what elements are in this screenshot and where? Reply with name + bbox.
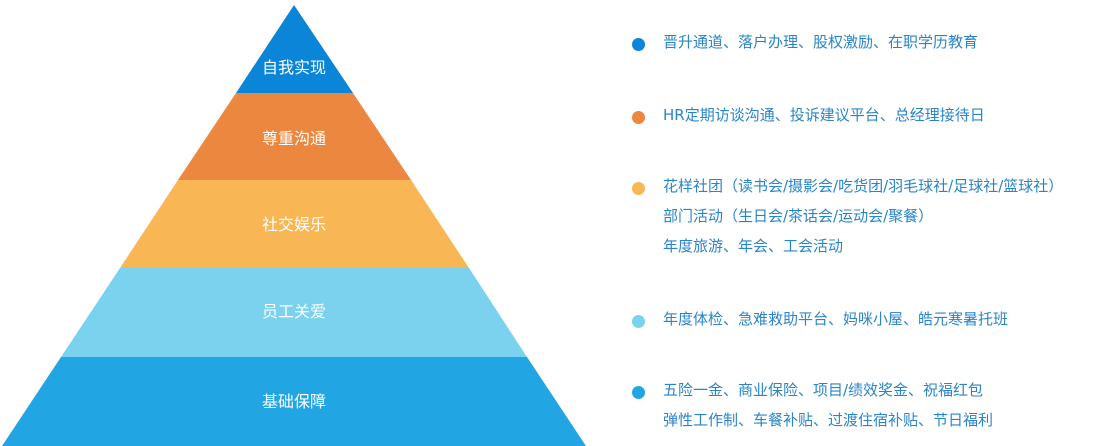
bullet-icon	[632, 38, 645, 51]
legend-text: 晋升通道、落户办理、股权激励、在职学历教育	[663, 33, 979, 51]
legend-text: 五险一金、商业保险、项目/绩效奖金、祝福红包	[663, 381, 984, 399]
legend-text: 花样社团（读书会/摄影会/吃货团/羽毛球社/足球社/篮球社）	[663, 177, 1064, 195]
tier-shape-employee-care	[61, 268, 527, 357]
tier-shape-self-actualization	[236, 5, 353, 93]
tier-label-basic-security: 基础保障	[262, 392, 326, 411]
pyramid-diagram: 自我实现 尊重沟通 社交娱乐 员工关爱 基础保障	[2, 5, 586, 446]
tier-shape-social-entertainment	[120, 180, 469, 268]
tier-label-social-entertainment: 社交娱乐	[262, 215, 326, 234]
bullet-icon	[632, 315, 645, 328]
legend-text: HR定期访谈沟通、投诉建议平台、总经理接待日	[663, 106, 985, 124]
bullet-icon	[632, 111, 645, 124]
tier-label-self-actualization: 自我实现	[262, 58, 326, 77]
legend-text: 部门活动（生日会/茶话会/运动会/聚餐）	[663, 207, 934, 225]
tier-shape-respect-communication	[178, 93, 411, 180]
tier-shape-basic-security	[2, 357, 586, 446]
legend-text: 年度旅游、年会、工会活动	[663, 237, 844, 255]
bullet-icon	[632, 182, 645, 195]
legend-text: 年度体检、急难救助平台、妈咪小屋、皓元寒暑托班	[663, 310, 1009, 328]
tier-label-respect-communication: 尊重沟通	[262, 129, 326, 148]
tier-label-employee-care: 员工关爱	[262, 302, 326, 321]
bullet-icon	[632, 386, 645, 399]
legend-text: 弹性工作制、车餐补贴、过渡住宿补贴、节日福利	[663, 411, 994, 429]
